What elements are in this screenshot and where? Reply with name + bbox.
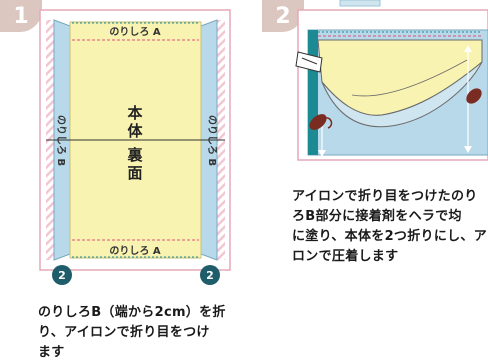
step-1-caption-line-2: り、アイロンで折り目をつけ [38, 325, 210, 340]
label-top-margin-a: のりしろ A [109, 26, 160, 38]
hand-left-finger [323, 117, 333, 129]
left-arrow-head [318, 150, 326, 157]
step-2-diagram [295, 0, 488, 161]
step-1-caption: のりしろB（端から2cm）を折 り、アイロンで折り目をつけ ます [38, 303, 248, 363]
marker-right-number: 2 [206, 269, 214, 282]
hand-right [466, 88, 482, 104]
label-right-margin-b: のりしろ B [206, 115, 218, 166]
body-label-2: 体 [127, 122, 143, 140]
glue-strip-left [308, 30, 318, 155]
step-1-badge: 1 [0, 0, 42, 32]
step-2-caption-line-1: アイロンで折り目をつけたのり [292, 189, 478, 204]
step-2-caption-line-3: に塗り、本体を2つ折りにし、ア [292, 229, 488, 244]
spatula-stripe [301, 57, 318, 65]
right-arrow-head-bottom [464, 146, 472, 153]
marker-left-number: 2 [58, 269, 66, 282]
right-arrow-head-top [464, 45, 472, 52]
top-tab [339, 0, 381, 7]
reverse-label-1: 裏 [126, 146, 143, 164]
step-2-caption-line-2: ろB部分に接着剤をヘラで均 [292, 209, 462, 224]
body-label-1: 本 [127, 104, 142, 122]
step-2-caption: アイロンで折り目をつけたのり ろB部分に接着剤をヘラで均 に塗り、本体を2つ折り… [292, 187, 488, 267]
marker-left-circle [52, 265, 72, 285]
hand-left [309, 114, 327, 130]
spatula [295, 51, 323, 73]
reverse-label-2: 面 [127, 164, 142, 182]
sheet-curl [321, 61, 483, 128]
label-left-margin-b: のりしろ B [55, 115, 67, 166]
step-1-caption-line-1: のりしろB（端から2cm）を折 [38, 305, 226, 320]
step-2-number: 2 [275, 3, 291, 29]
step-1-diagram: のりしろ A のりしろ A のりしろ B のりしろ B 本 体 裏 面 2 2 [39, 9, 231, 285]
label-bottom-margin-a: のりしろ A [109, 245, 160, 257]
step-1-number: 1 [13, 3, 29, 29]
marker-right-circle [200, 265, 220, 285]
step-2-badge: 2 [262, 0, 304, 32]
step-2-caption-line-4: ロンで圧着します [292, 249, 399, 264]
sheet-inner-line [351, 59, 468, 97]
step-1-caption-line-3: ます [38, 345, 65, 360]
